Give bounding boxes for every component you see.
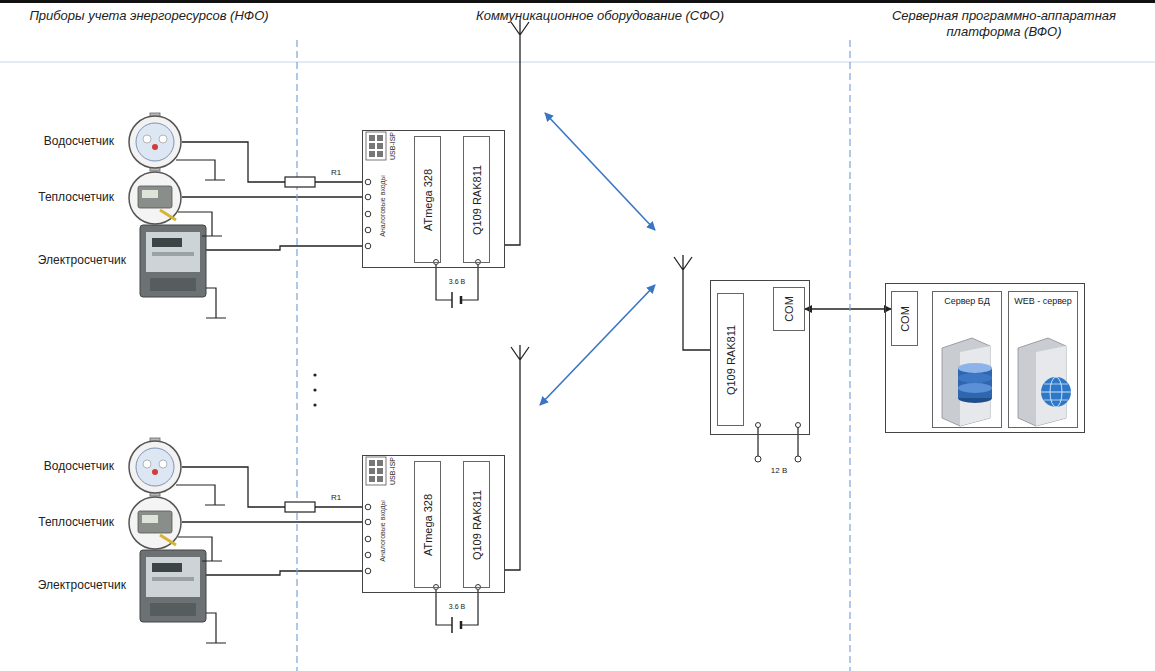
node-text: Сервер БД (937, 296, 997, 307)
node-text: Q109 RAK811 (470, 164, 482, 234)
signal-wire (182, 142, 362, 182)
node-text: Q109 RAK811 (724, 324, 736, 394)
connector-name: USB-ISP (389, 132, 397, 160)
node-text: Аналоговые входы (379, 500, 387, 561)
gateway-box: 12 ВQ109 RAK811COM (710, 280, 810, 435)
lora-module: Q109 RAK811 (717, 293, 744, 426)
web-server: WEB - сервер (1008, 291, 1078, 428)
node-text: Аналоговые входы (379, 175, 387, 236)
heat-meter: Теплосчетчик (128, 171, 182, 225)
signal-wire (182, 521, 362, 522)
radio-link (545, 113, 655, 230)
mcu-module: ATmega 328 (414, 461, 441, 588)
node-text: Теплосчетчик (38, 516, 114, 529)
controller-box: Аналоговые входы ATmega 328 Q109 RAK811 (362, 455, 505, 593)
server-platform: COM Сервер БД WEB - сервер (885, 283, 1085, 433)
com-port: COM (891, 291, 918, 346)
radio-link (540, 285, 655, 405)
electricity-meter: Электросчетчик (140, 225, 206, 297)
voltage-label: 3.6 В (448, 278, 466, 286)
controller-box: Аналоговые входы ATmega 328 Q109 RAK811 (362, 130, 505, 268)
signal-wire (206, 571, 362, 575)
node-text: COM (783, 296, 795, 322)
node-text: Электросчетчик (38, 254, 126, 267)
node-text: Теплосчетчик (38, 191, 114, 204)
lora-module: Q109 RAK811 (463, 136, 490, 263)
node-text: Водосчетчик (44, 460, 114, 473)
antenna (505, 20, 529, 245)
top-rule (0, 0, 1155, 3)
node-text: COM (898, 306, 910, 332)
water-meter: Водосчетчик (128, 440, 182, 494)
resistor-symbol (285, 177, 315, 187)
serial-link (805, 308, 891, 310)
node-text: WEB - сервер (1013, 296, 1073, 307)
column-heading: Приборы учета энергоресурсов (НФО) (3, 8, 295, 24)
column-heading: Серверная программно-аппаратная платформ… (856, 8, 1152, 39)
heading-rule (0, 62, 1155, 63)
node-text: ATmega 328 (421, 493, 433, 555)
component-ref: R1 (330, 493, 342, 503)
electricity-meter: Электросчетчик (140, 550, 206, 622)
node-text: 12 В (771, 467, 787, 476)
database-server-icon (942, 338, 992, 426)
node-text: Q109 RAK811 (470, 489, 482, 559)
antenna (674, 255, 710, 350)
column-separator (849, 40, 850, 671)
node-text: ATmega 328 (421, 168, 433, 230)
column-heading: Коммуникационное оборудование (СФО) (395, 8, 805, 24)
connector-name: USB-ISP (389, 457, 397, 485)
signal-wire (206, 246, 362, 250)
battery-symbol (451, 292, 453, 308)
column-separator (296, 40, 297, 671)
voltage-label: 3.6 В (448, 603, 466, 611)
signal-wire (182, 467, 362, 507)
heat-meter: Теплосчетчик (128, 496, 182, 550)
mcu-module: ATmega 328 (414, 136, 441, 263)
node-text: Электросчетчик (38, 579, 126, 592)
node-text: Водосчетчик (44, 135, 114, 148)
meter-set (129, 20, 529, 318)
water-meter: Водосчетчик (128, 115, 182, 169)
lora-module: Q109 RAK811 (463, 461, 490, 588)
signal-wire (182, 196, 362, 197)
web-server-icon (1018, 338, 1071, 426)
component-ref: R1 (330, 168, 342, 178)
database-server: Сервер БД (932, 291, 1002, 428)
com-port: COM (773, 287, 805, 331)
